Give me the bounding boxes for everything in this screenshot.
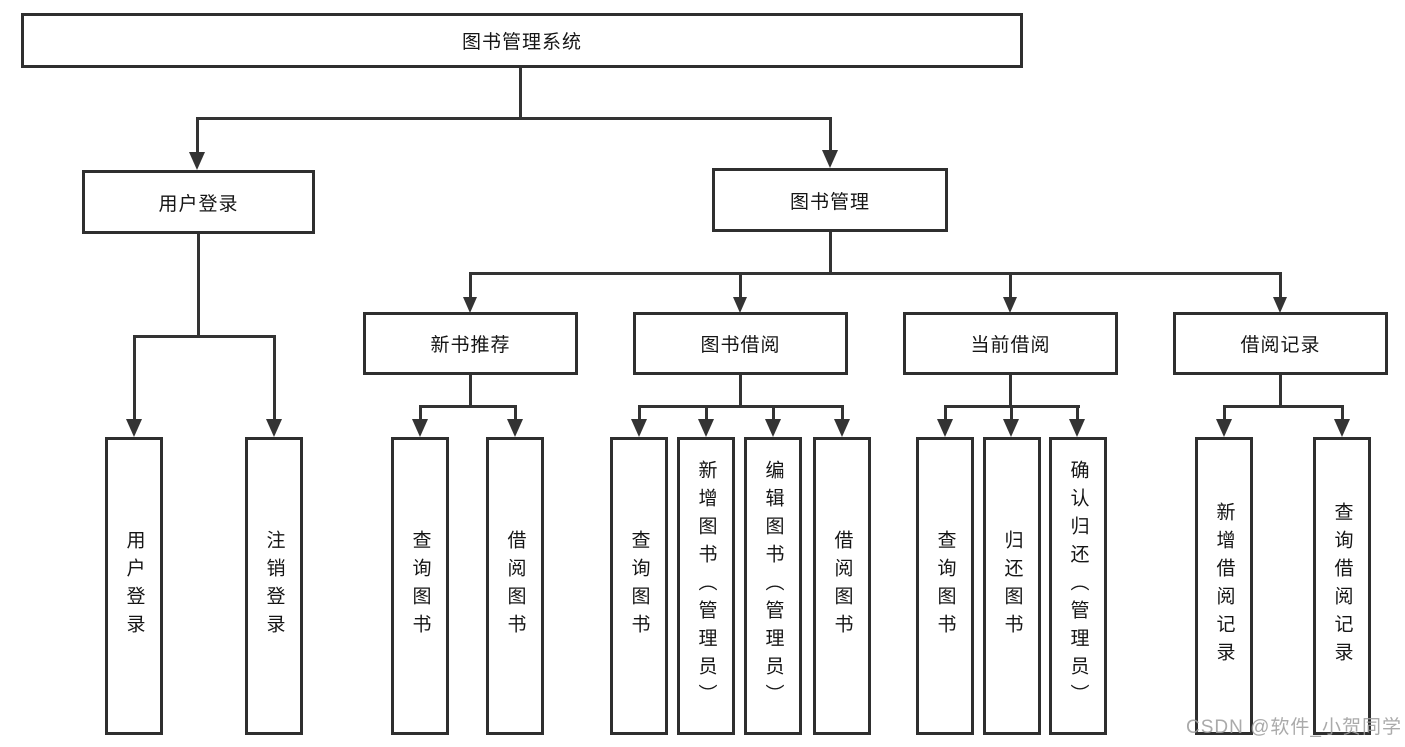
leaf-query-books: 查询图书: [391, 437, 449, 735]
node-book-management: 图书管理: [712, 168, 948, 232]
connector-line: [419, 405, 517, 408]
arrowhead-icon: [1003, 297, 1017, 313]
connector-line: [133, 335, 276, 338]
leaf-borrow-books: 借阅图书: [813, 437, 871, 735]
leaf-add-borrow-record: 新增借阅记录: [1195, 437, 1253, 735]
connector-line: [638, 405, 641, 420]
arrowhead-icon: [631, 419, 647, 437]
connector-line: [419, 405, 422, 420]
arrowhead-icon: [1003, 419, 1019, 437]
connector-line: [705, 405, 708, 420]
arrowhead-icon: [507, 419, 523, 437]
arrowhead-icon: [765, 419, 781, 437]
node-book-borrow: 图书借阅: [633, 312, 848, 375]
connector-line: [1009, 272, 1012, 297]
node-library-management-system: 图书管理系统: [21, 13, 1023, 68]
connector-line: [133, 335, 136, 419]
connector-line: [514, 405, 517, 420]
connector-line: [1341, 405, 1344, 420]
connector-line: [944, 405, 947, 420]
leaf-return-books: 归还图书: [983, 437, 1041, 735]
leaf-logout: 注销登录: [245, 437, 303, 735]
arrowhead-icon: [834, 419, 850, 437]
leaf-query-books: 查询图书: [916, 437, 974, 735]
leaf-add-books-admin: 新增图书（管理员）: [677, 437, 735, 735]
arrowhead-icon: [189, 152, 205, 170]
connector-line: [196, 117, 199, 154]
leaf-confirm-return-admin: 确认归还（管理员）: [1049, 437, 1107, 735]
connector-line: [273, 335, 276, 419]
connector-line: [469, 272, 1282, 275]
connector-line: [739, 375, 742, 407]
connector-line: [1010, 405, 1013, 420]
connector-line: [196, 117, 832, 120]
arrowhead-icon: [822, 150, 838, 168]
connector-line: [739, 272, 742, 297]
arrowhead-icon: [733, 297, 747, 313]
leaf-user-login: 用户登录: [105, 437, 163, 735]
connector-line: [469, 375, 472, 407]
node-new-book-recommend: 新书推荐: [363, 312, 578, 375]
connector-line: [1009, 375, 1012, 407]
connector-line: [841, 405, 844, 420]
connector-line: [469, 272, 472, 297]
arrowhead-icon: [698, 419, 714, 437]
connector-line: [197, 234, 200, 338]
arrowhead-icon: [1216, 419, 1232, 437]
connector-line: [829, 232, 832, 274]
arrowhead-icon: [1273, 297, 1287, 313]
leaf-borrow-books: 借阅图书: [486, 437, 544, 735]
arrowhead-icon: [1069, 419, 1085, 437]
leaf-edit-books-admin: 编辑图书（管理员）: [744, 437, 802, 735]
connector-line: [772, 405, 775, 420]
connector-line: [519, 68, 522, 119]
node-user-login: 用户登录: [82, 170, 315, 234]
node-borrow-record: 借阅记录: [1173, 312, 1388, 375]
connector-line: [1279, 272, 1282, 297]
arrowhead-icon: [1334, 419, 1350, 437]
arrowhead-icon: [937, 419, 953, 437]
connector-line: [829, 117, 832, 152]
connector-line: [1279, 375, 1282, 407]
node-current-borrow: 当前借阅: [903, 312, 1118, 375]
arrowhead-icon: [266, 419, 282, 437]
connector-line: [638, 405, 844, 408]
connector-line: [1076, 405, 1079, 420]
arrowhead-icon: [463, 297, 477, 313]
connector-line: [1223, 405, 1344, 408]
leaf-query-borrow-record: 查询借阅记录: [1313, 437, 1371, 735]
connector-line: [1223, 405, 1226, 420]
arrowhead-icon: [412, 419, 428, 437]
arrowhead-icon: [126, 419, 142, 437]
leaf-query-books: 查询图书: [610, 437, 668, 735]
